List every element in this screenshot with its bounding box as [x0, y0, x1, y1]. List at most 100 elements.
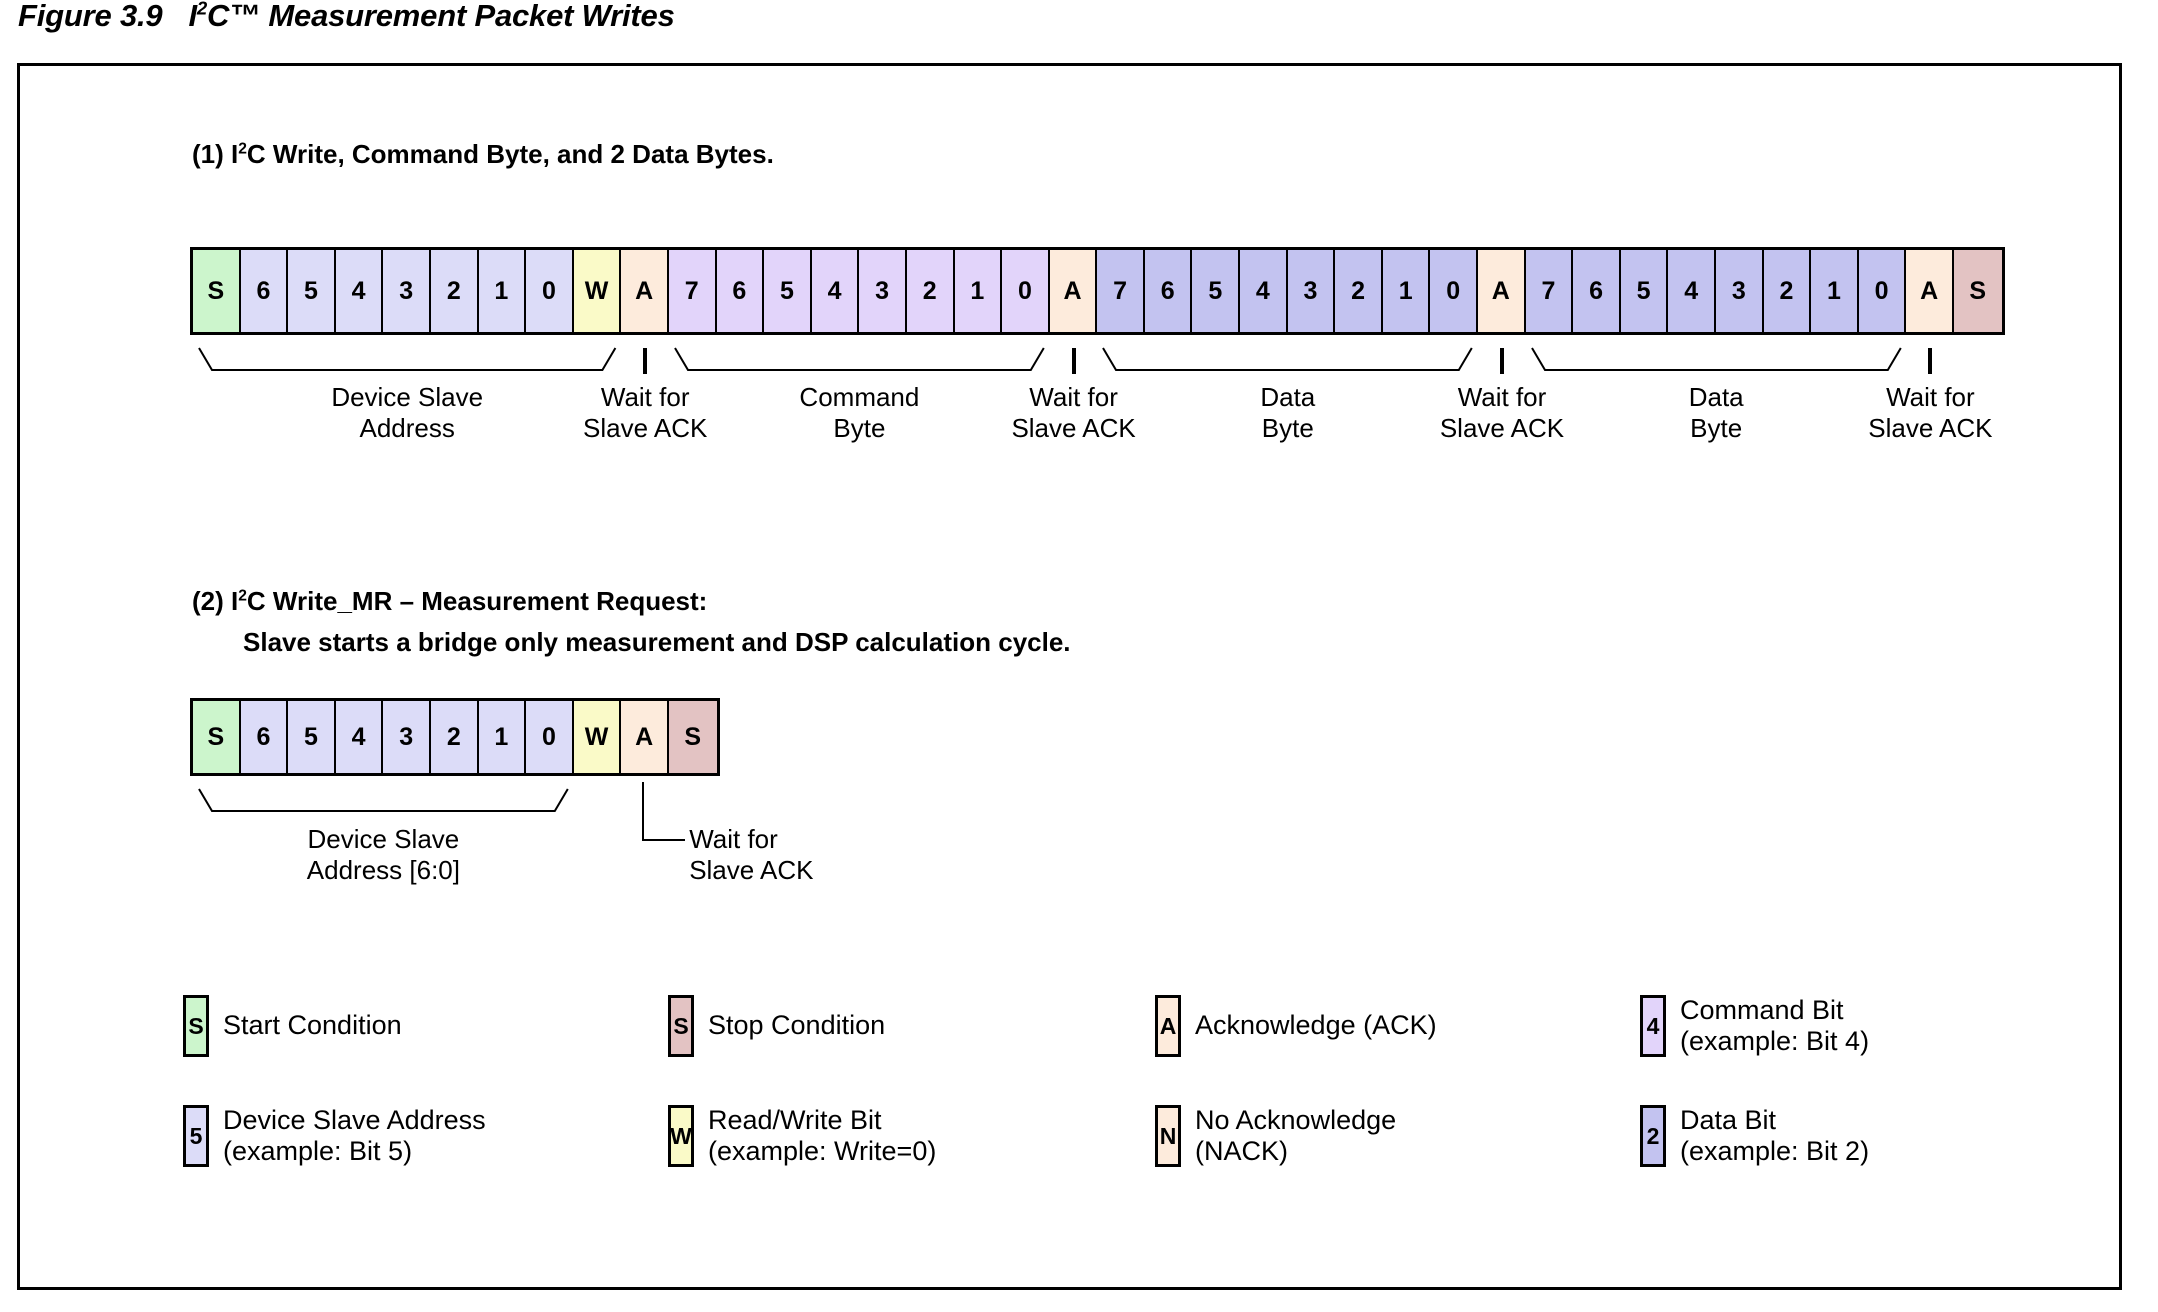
packet-cell-ack: A: [621, 701, 669, 773]
group-tick-mark: [1928, 348, 1933, 374]
packet-cell-data: 5: [1192, 250, 1241, 332]
packet-cell-cmd: 0: [1002, 250, 1050, 332]
figure-title-post: C™ Measurement Packet Writes: [207, 0, 675, 33]
packet-cell-ack: A: [621, 250, 669, 332]
section-2-heading-post: C Write_MR – Measurement Request:: [246, 586, 708, 616]
packet-cell-data: 7: [1525, 250, 1574, 332]
packet-cell-addr: 4: [335, 701, 384, 773]
packet-cell-data: 4: [1240, 250, 1288, 332]
group-bracket: [1530, 347, 1902, 378]
packet-cell-ack: A: [1478, 250, 1526, 332]
group-bracket: [198, 347, 617, 378]
packet-cell-cmd: 5: [764, 250, 812, 332]
packet-cell-start: S: [193, 701, 241, 773]
group-bracket: [198, 788, 569, 819]
legend-label: Command Bit(example: Bit 4): [1680, 995, 1869, 1058]
packet-cell-data: 2: [1763, 250, 1812, 332]
packet-cell-addr: 0: [526, 250, 574, 332]
legend-label: Read/Write Bit(example: Write=0): [708, 1105, 936, 1168]
group-caption-line-1: Command: [799, 382, 920, 412]
section-2-heading-superscript: 2: [238, 587, 247, 605]
section-2-heading-line-2: Slave starts a bridge only measurement a…: [243, 627, 1071, 657]
group-caption-line-2: Byte: [1690, 412, 1743, 443]
packet-cell-cmd: 2: [906, 250, 955, 332]
packet-cell-data: 3: [1287, 250, 1336, 332]
packet-cell-data: 0: [1430, 250, 1479, 332]
packet-cell-data: 4: [1668, 250, 1716, 332]
packet-cell-data: 5: [1620, 250, 1669, 332]
legend-label-line-1: Start Condition: [223, 1010, 402, 1041]
packet-cell-data: 0: [1858, 250, 1907, 332]
legend-swatch-addr: 5: [183, 1105, 209, 1168]
packet-cell-data: 6: [1573, 250, 1621, 332]
legend-label: Start Condition: [223, 1010, 402, 1041]
packet-cell-addr: 5: [288, 701, 336, 773]
group-caption-line-2: Slave ACK: [1868, 412, 1993, 443]
group-caption-line-2: Slave ACK: [1011, 412, 1136, 443]
legend-label-line-1: Data Bit: [1680, 1105, 1777, 1135]
packet-cell-addr: 2: [430, 250, 479, 332]
packet-cell-ack: A: [1049, 250, 1098, 332]
legend-swatch-stop: S: [668, 995, 694, 1057]
packet-cell-cmd: 4: [811, 250, 860, 332]
figure-title: Figure 3.9 I2C™ Measurement Packet Writes: [18, 0, 675, 34]
legend-label: No Acknowledge(NACK): [1195, 1105, 1396, 1168]
legend-label-line-1: No Acknowledge: [1195, 1105, 1397, 1135]
group-caption-line-1: Wait for: [600, 382, 690, 412]
legend-item: A Acknowledge (ACK): [1155, 995, 1437, 1057]
group-tick-mark: [1071, 348, 1076, 374]
packet-cell-addr: 3: [383, 701, 431, 773]
legend-label: Data Bit(example: Bit 2): [1680, 1105, 1869, 1168]
legend-label-line-1: Command Bit: [1680, 995, 1844, 1025]
packet-cell-rw: W: [573, 250, 622, 332]
packet-cell-start: S: [193, 250, 241, 332]
packet-cell-rw: W: [573, 701, 622, 773]
group-caption-line-2: Slave ACK: [689, 854, 814, 885]
group-caption-line-2: Slave ACK: [583, 412, 708, 443]
packet-cell-addr: 4: [335, 250, 384, 332]
group-caption-line-2: Byte: [1261, 412, 1314, 443]
packet-cell-ack: A: [1906, 250, 1954, 332]
packet-cell-addr: 5: [288, 250, 336, 332]
packet-cell-addr: 1: [478, 250, 527, 332]
legend-label: Stop Condition: [708, 1010, 885, 1041]
legend-label-line-2: (example: Bit 5): [223, 1136, 413, 1167]
group-caption-line-2: Slave ACK: [1439, 412, 1565, 443]
legend-label: Acknowledge (ACK): [1195, 1010, 1437, 1041]
section-1-heading-pre: (1) I: [192, 139, 239, 169]
group-caption-line-1: Wait for: [1886, 382, 1975, 412]
legend-label-line-1: Read/Write Bit: [708, 1105, 882, 1135]
group-caption-line-2: Address [6:0]: [306, 854, 460, 885]
group-caption-line-2: Byte: [833, 412, 886, 443]
legend-label-line-2: (example: Bit 4): [1680, 1026, 1870, 1057]
legend-swatch-ack: A: [1155, 995, 1181, 1057]
packet-cell-data: 2: [1335, 250, 1383, 332]
packet-cell-cmd: 7: [668, 250, 717, 332]
packet-cell-stop: S: [1953, 250, 2002, 332]
legend-label-line-1: Device Slave Address: [223, 1105, 486, 1135]
group-caption-line-1: Wait for: [1457, 382, 1547, 412]
section-2-heading-pre: (2) I: [192, 586, 239, 616]
group-caption-line-2: Address: [359, 412, 455, 443]
packet-cell-cmd: 1: [954, 250, 1003, 332]
group-caption-line-1: Device Slave: [307, 824, 460, 854]
figure-title-pre: I: [188, 0, 197, 33]
figure-number: Figure 3.9: [18, 0, 163, 33]
group-caption-line-1: Wait for: [689, 824, 778, 854]
section-1-heading-post: C Write, Command Byte, and 2 Data Bytes.: [246, 139, 774, 169]
figure-title-superscript: 2: [196, 0, 208, 19]
group-tick-mark: [643, 348, 648, 374]
